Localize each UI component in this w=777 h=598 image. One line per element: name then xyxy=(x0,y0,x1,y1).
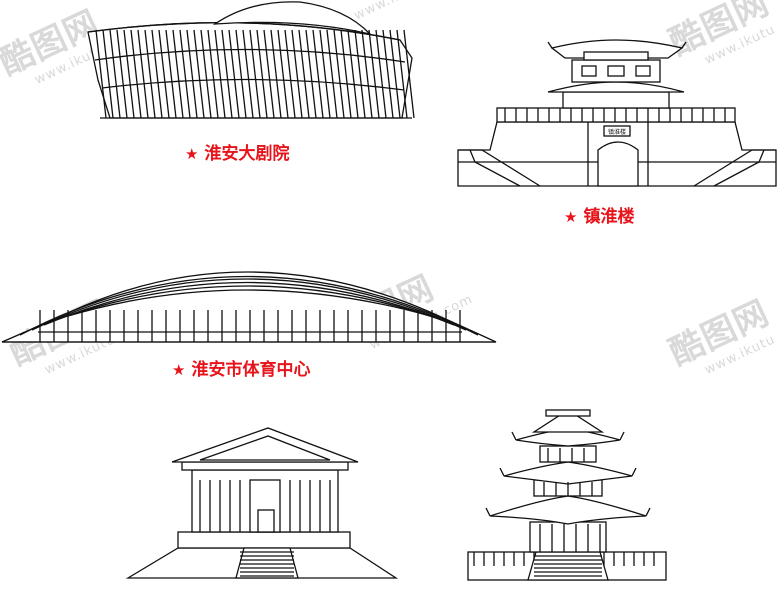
detail-stroke xyxy=(137,29,149,119)
detail-stroke xyxy=(354,29,366,119)
detail-stroke xyxy=(375,29,387,119)
detail-stroke xyxy=(326,29,338,119)
detail-stroke xyxy=(291,29,303,119)
detail-stroke xyxy=(389,29,401,119)
caption-zhenhuai-tower: ★ 镇淮楼 xyxy=(564,202,634,227)
detail-stroke xyxy=(361,29,373,119)
star-icon: ★ xyxy=(172,361,186,379)
detail-stroke xyxy=(242,29,254,119)
star-icon: ★ xyxy=(564,208,578,226)
detail-stroke xyxy=(130,29,142,119)
grand-theatre-drawing xyxy=(87,1,415,119)
detail-stroke xyxy=(347,29,359,119)
detail-stroke xyxy=(109,29,121,119)
detail-stroke xyxy=(158,29,170,119)
detail-stroke xyxy=(270,29,282,119)
detail-stroke xyxy=(179,29,191,119)
detail-stroke xyxy=(249,29,261,119)
caption-grand-theatre-text: 淮安大剧院 xyxy=(204,144,290,164)
detail-stroke xyxy=(200,29,212,119)
detail-stroke xyxy=(396,29,408,119)
detail-stroke xyxy=(284,29,296,119)
detail-stroke xyxy=(144,29,156,119)
star-icon: ★ xyxy=(185,145,199,163)
detail-stroke xyxy=(403,29,415,119)
detail-stroke xyxy=(151,29,163,119)
pagoda-drawing xyxy=(467,409,667,581)
detail-stroke xyxy=(235,29,247,119)
zhenhuai-tower-drawing: 镇淮楼 xyxy=(457,39,777,187)
detail-stroke xyxy=(95,29,107,119)
detail-stroke xyxy=(214,29,226,119)
detail-stroke xyxy=(312,29,324,119)
detail-stroke xyxy=(102,29,114,119)
caption-sports-center: ★ 淮安市体育中心 xyxy=(172,355,310,380)
sports-center-drawing xyxy=(1,271,497,343)
detail-stroke xyxy=(319,29,331,119)
detail-stroke xyxy=(186,29,198,119)
detail-stroke xyxy=(333,29,345,119)
detail-stroke xyxy=(221,29,233,119)
detail-stroke xyxy=(368,29,380,119)
detail-stroke xyxy=(298,29,310,119)
detail-stroke xyxy=(116,29,128,119)
detail-stroke xyxy=(256,29,268,119)
detail-stroke xyxy=(305,29,317,119)
detail-stroke xyxy=(123,29,135,119)
detail-stroke xyxy=(382,29,394,119)
detail-stroke xyxy=(207,29,219,119)
caption-grand-theatre: ★ 淮安大剧院 xyxy=(185,139,289,164)
caption-sports-center-text: 淮安市体育中心 xyxy=(191,360,311,380)
detail-stroke xyxy=(193,29,205,119)
detail-stroke xyxy=(340,29,352,119)
detail-stroke xyxy=(263,29,275,119)
gate-plaque: 镇淮楼 xyxy=(608,128,626,136)
detail-stroke xyxy=(165,29,177,119)
caption-zhenhuai-tower-text: 镇淮楼 xyxy=(583,207,635,227)
detail-stroke xyxy=(277,29,289,119)
detail-stroke xyxy=(172,29,184,119)
detail-stroke xyxy=(228,29,240,119)
memorial-hall-drawing xyxy=(125,427,399,579)
